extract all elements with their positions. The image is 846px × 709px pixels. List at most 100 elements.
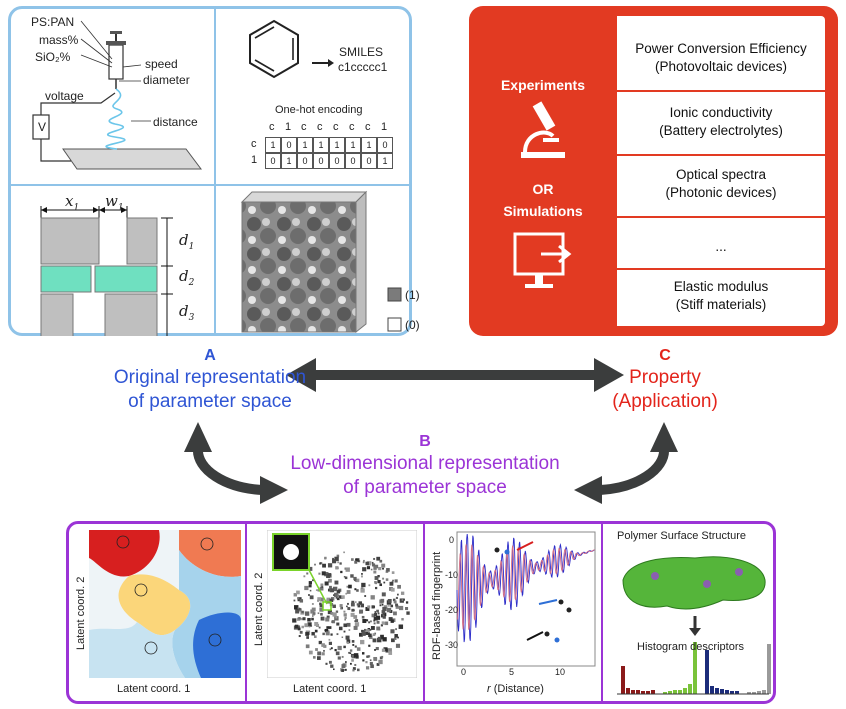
scatter-point xyxy=(392,598,396,602)
arrow-head-b-right xyxy=(574,476,602,504)
onehot-header-cell: 1 xyxy=(285,121,292,133)
scatter-point xyxy=(378,659,383,665)
scatter-point xyxy=(354,579,357,582)
scatter-point xyxy=(335,651,340,656)
scatter-point xyxy=(336,633,339,636)
scatter-point xyxy=(398,624,404,629)
scatter-point xyxy=(332,604,336,608)
scatter-point xyxy=(368,621,371,624)
scatter-xlabel: Latent coord. 1 xyxy=(293,683,367,695)
scatter-point xyxy=(382,637,387,642)
scatter-point xyxy=(317,612,320,615)
scatter-point xyxy=(351,654,356,659)
scatter-point xyxy=(370,626,375,630)
smiles-code: c1ccccc1 xyxy=(338,60,388,74)
scatter-point xyxy=(343,551,345,554)
scatter-point xyxy=(329,585,332,589)
scatter-point xyxy=(341,664,346,669)
scatter-point xyxy=(337,561,339,564)
scatter-point xyxy=(340,607,343,610)
rdf-xtick: 10 xyxy=(555,667,566,677)
panel-a-horizontal-divider xyxy=(11,184,409,186)
scatter-point xyxy=(365,666,370,670)
scatter-point xyxy=(353,615,358,619)
panel-b-divider xyxy=(245,524,247,701)
scatter-point xyxy=(353,576,357,581)
scatter-point xyxy=(326,626,330,629)
scatter-point xyxy=(337,656,341,660)
legend-zero: (0) xyxy=(405,318,420,332)
scatter-point xyxy=(343,610,346,613)
scatter-point xyxy=(397,584,401,589)
onehot-header-cell: 1 xyxy=(381,121,388,133)
property-divider xyxy=(617,154,825,156)
scatter-point xyxy=(369,661,373,666)
scatter-point xyxy=(297,597,302,602)
scatter-point xyxy=(336,589,341,594)
scatter-point xyxy=(358,632,363,637)
panel-b-divider xyxy=(423,524,425,701)
scatter-point xyxy=(353,625,358,630)
onehot-header-cell: c xyxy=(365,121,371,133)
arrow-head-b-left xyxy=(260,476,288,504)
scatter-point xyxy=(297,597,300,600)
scatter-point xyxy=(368,584,371,587)
scatter-point xyxy=(322,632,325,636)
scatter-point xyxy=(324,628,329,633)
scatter-point xyxy=(344,618,347,621)
scatter-point xyxy=(355,558,358,561)
scatter-point xyxy=(339,562,342,565)
scatter-point xyxy=(375,582,377,585)
arrow-c-to-b xyxy=(599,447,669,495)
scatter-point xyxy=(354,645,357,648)
panel-original-representation: PS:PAN mass% SiO₂% speed diameter voltag… xyxy=(8,6,420,336)
caption-a-letter: A xyxy=(204,347,216,364)
scatter-point xyxy=(376,556,381,561)
histogram-bar xyxy=(720,689,724,694)
scatter-point xyxy=(304,585,309,591)
scatter-point xyxy=(339,604,343,608)
scatter-point xyxy=(345,635,350,640)
caption-b-letter: B xyxy=(419,433,431,450)
panel-low-dimensional: Latent coord. 2 Latent coord. 1 Latent c… xyxy=(66,521,776,704)
scatter-point xyxy=(349,662,352,665)
onehot-cell: 0 xyxy=(329,153,345,169)
scatter-point xyxy=(381,655,384,658)
scatter-point xyxy=(365,606,370,611)
scatter-point xyxy=(367,561,372,566)
scatter-point xyxy=(375,646,379,651)
scatter-point xyxy=(373,570,377,574)
property-application: (Photonic devices) xyxy=(665,185,777,200)
scatter-point xyxy=(320,583,324,587)
scatter-point xyxy=(365,632,369,635)
scatter-point xyxy=(319,607,324,612)
scatter-point xyxy=(381,610,386,614)
scatter-point xyxy=(393,611,397,616)
scatter-point xyxy=(341,636,344,639)
histogram-bar xyxy=(715,688,719,694)
histogram-bar xyxy=(735,691,739,694)
scatter-point xyxy=(345,567,350,572)
smiles-label: SMILES xyxy=(339,45,384,59)
scatter-point xyxy=(355,578,360,583)
histogram-bar xyxy=(710,686,714,694)
scatter-point xyxy=(382,577,385,580)
scatter-point xyxy=(368,633,372,638)
scatter-point xyxy=(300,617,303,621)
property-name: Optical spectra xyxy=(675,167,767,182)
onehot-title: One-hot encoding xyxy=(275,104,363,116)
scatter-point xyxy=(343,645,346,649)
rdf-ytick: 0 xyxy=(449,535,455,545)
scatter-point xyxy=(366,619,369,622)
scatter-point xyxy=(372,563,376,567)
property-application: (Photovoltaic devices) xyxy=(654,59,788,74)
rdf-ytick: -20 xyxy=(445,605,459,615)
experiments-label: Experiments xyxy=(500,77,586,93)
scatter-point xyxy=(400,591,405,595)
scatter-point xyxy=(322,617,325,620)
scatter-point xyxy=(332,559,337,564)
scatter-point xyxy=(299,599,304,603)
scatter-point xyxy=(352,667,356,671)
scatter-point xyxy=(325,617,330,622)
scatter-point xyxy=(395,603,399,607)
